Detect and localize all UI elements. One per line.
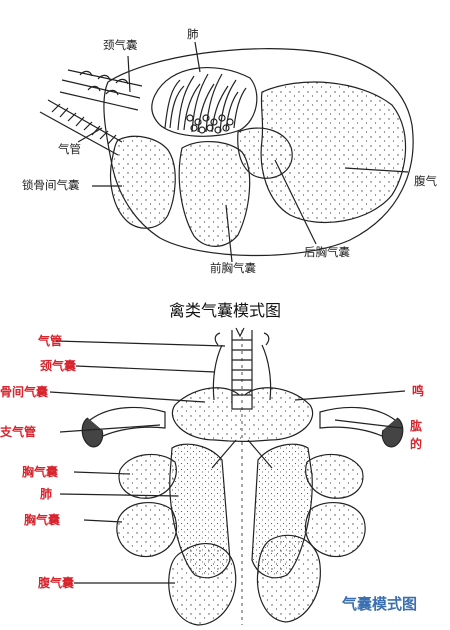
right-abdominal-sac xyxy=(256,534,321,623)
label-ventral-trachea: 气管 xyxy=(38,334,63,348)
label-humerus-top: 肱 xyxy=(410,419,423,433)
label-ventral-interclavicular-sac: 骨间气囊 xyxy=(0,385,49,399)
lung-bubbles xyxy=(186,114,234,134)
ventral-view-diagram xyxy=(49,327,406,626)
interclavicular-air-sac xyxy=(109,135,176,229)
label-posterior-thoracic-air-sac: 后胸气囊 xyxy=(304,245,350,259)
trachea xyxy=(231,330,253,400)
figure-title: 禽类气囊模式图 xyxy=(168,301,281,320)
label-abdominal-air-sac: 腹气 xyxy=(414,174,437,188)
left-humerus xyxy=(89,406,166,441)
label-neck-air-sac: 颈气囊 xyxy=(103,38,138,52)
trachea-tube xyxy=(39,99,123,156)
label-ventral-neck-air-sac: 颈气囊 xyxy=(40,359,77,373)
lateral-view-diagram xyxy=(39,41,414,263)
label-ventral-abdominal-sac: 腹气囊 xyxy=(38,576,75,590)
right-anterior-thoracic-sac xyxy=(305,453,364,499)
label-syrinx: 鸣 xyxy=(412,384,425,398)
label-ventral-anterior-thoracic-sac: 胸气囊 xyxy=(22,465,59,479)
label-anterior-thoracic-air-sac: 前胸气囊 xyxy=(210,261,256,275)
label-humerus-bottom: 的 xyxy=(410,437,423,451)
left-anterior-thoracic-sac xyxy=(118,453,177,499)
label-ventral-lung: 肺 xyxy=(40,487,53,501)
label-interclavicular-air-sac: 锁骨间气囊 xyxy=(22,178,80,192)
abdominal-air-sac xyxy=(260,81,407,224)
left-abdominal-sac xyxy=(168,543,237,626)
anterior-thoracic-air-sac xyxy=(178,141,251,247)
ventral-interclavicular-sac xyxy=(171,387,314,443)
lung-structure xyxy=(151,66,258,137)
left-posterior-thoracic-sac xyxy=(116,502,177,558)
label-lung: 肺 xyxy=(187,27,199,41)
right-humerus xyxy=(319,406,396,441)
right-posterior-thoracic-sac xyxy=(305,502,366,558)
figure-caption: 气囊模式图 xyxy=(342,595,418,613)
label-trachea: 气管 xyxy=(58,142,81,156)
label-ventral-posterior-thoracic-sac: 胸气囊 xyxy=(24,513,61,527)
label-bronchus: 支气管 xyxy=(0,425,37,439)
